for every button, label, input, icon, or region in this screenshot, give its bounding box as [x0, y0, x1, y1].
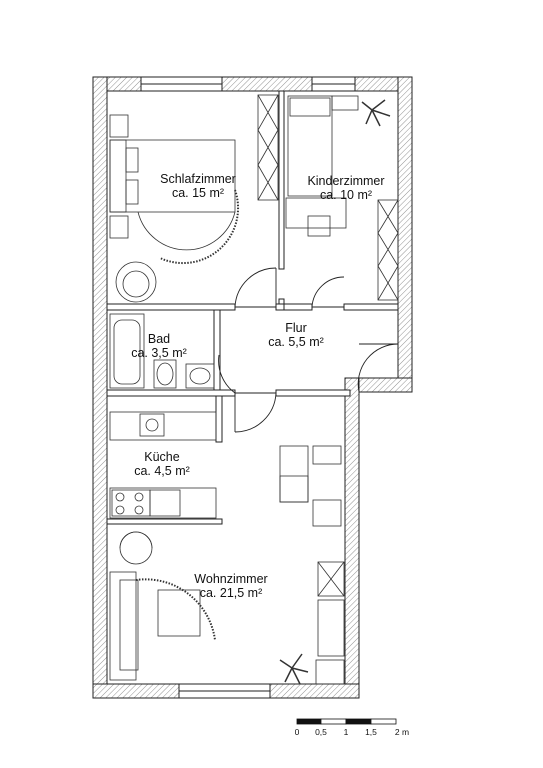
room-label-flur: Flur — [285, 321, 307, 335]
scale-tick-label: 2 m — [395, 727, 409, 737]
room-labels: Schlafzimmer ca. 15 m² Kinderzimmer ca. … — [131, 172, 384, 600]
room-area-kinderzimmer: ca. 10 m² — [320, 188, 372, 202]
room-area-kueche: ca. 4,5 m² — [134, 464, 190, 478]
furniture — [109, 94, 399, 685]
scale-bar-segment — [345, 718, 372, 725]
room-label-schlafzimmer: Schlafzimmer — [160, 172, 236, 186]
scale-tick-label: 0,5 — [315, 727, 327, 737]
windows — [140, 76, 356, 699]
scale-tick-label: 1 — [344, 727, 349, 737]
room-label-bad: Bad — [148, 332, 170, 346]
scale-bar-segment — [320, 718, 347, 725]
interior-walls — [106, 90, 399, 525]
scale-bar-segment — [370, 718, 397, 725]
scale-bar: 0 0,5 1 1,5 2 m — [295, 718, 409, 737]
walls — [92, 76, 413, 699]
scale-bar-segment — [296, 718, 322, 725]
scale-tick-label: 0 — [295, 727, 300, 737]
room-area-bad: ca. 3,5 m² — [131, 346, 187, 360]
scale-tick-label: 1,5 — [365, 727, 377, 737]
room-area-schlafzimmer: ca. 15 m² — [172, 186, 224, 200]
room-label-wohnzimmer: Wohnzimmer — [194, 572, 267, 586]
room-area-flur: ca. 5,5 m² — [268, 335, 324, 349]
room-area-wohnzimmer: ca. 21,5 m² — [200, 586, 263, 600]
doors — [218, 267, 399, 433]
room-label-kinderzimmer: Kinderzimmer — [307, 174, 384, 188]
room-label-kueche: Küche — [144, 450, 179, 464]
